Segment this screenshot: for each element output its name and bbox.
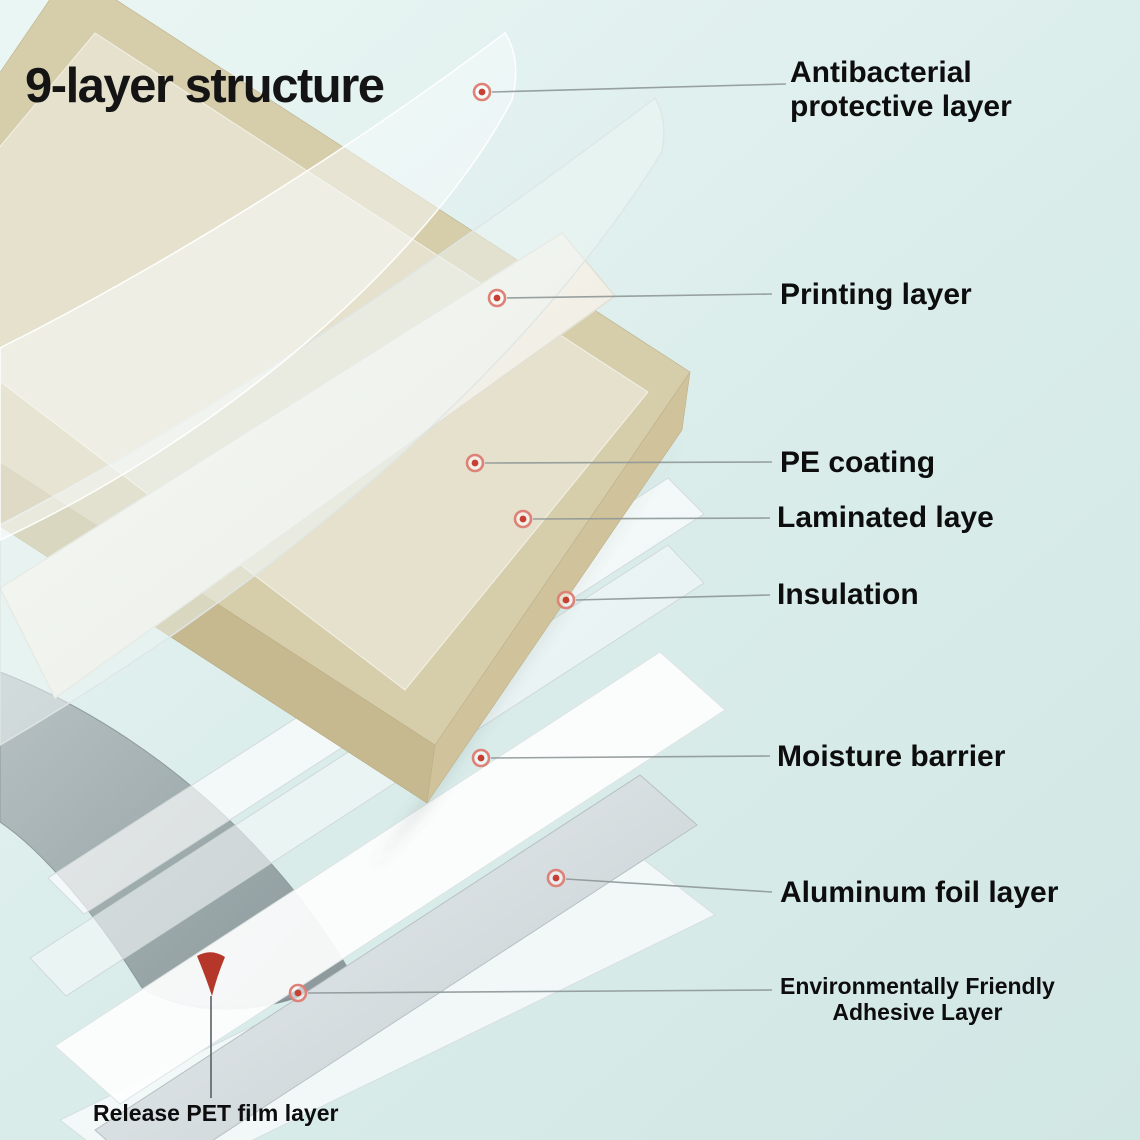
label-release-pet-film-layer: Release PET film layer — [93, 1100, 339, 1126]
marker-adhesive — [288, 983, 308, 1003]
leader-pe-coating — [484, 461, 773, 464]
leader-insulation — [575, 594, 771, 601]
marker-pe-coating — [465, 453, 485, 473]
marker-printing — [487, 288, 507, 308]
marker-aluminum — [546, 868, 566, 888]
sheet-moisture-barrier — [54, 651, 726, 1105]
label-adhesive-layer: Environmentally Friendly Adhesive Layer — [780, 973, 1055, 1026]
marker-laminated — [513, 509, 533, 529]
label-antibacterial-line2: protective layer — [790, 89, 1012, 123]
sheet-printing — [0, 96, 665, 746]
leader-aluminum — [565, 878, 773, 893]
marker-antibacterial — [472, 82, 492, 102]
leader-laminated — [532, 517, 771, 520]
label-moisture-barrier: Moisture barrier — [777, 740, 1006, 773]
marker-moisture — [471, 748, 491, 768]
leader-adhesive — [307, 989, 773, 994]
sheet-insulation — [29, 544, 705, 997]
sheet-antibacterial — [0, 31, 517, 541]
label-insulation: Insulation — [777, 578, 919, 611]
label-pe-coating: PE coating — [780, 446, 936, 479]
label-printing-layer: Printing layer — [780, 278, 972, 311]
label-antibacterial-line1: Antibacterial — [790, 56, 972, 89]
label-antibacterial-layer: Antibacterial protective layer — [790, 56, 1012, 123]
label-adhesive-line1: Environmentally Friendly — [780, 973, 1055, 999]
label-laminated-layer: Laminated laye — [777, 501, 994, 534]
leader-printing — [506, 293, 773, 299]
leader-moisture — [490, 755, 771, 759]
page-title: 9-layer structure — [25, 59, 385, 113]
label-aluminum-foil-layer: Aluminum foil layer — [780, 876, 1059, 909]
marker-insulation — [556, 590, 576, 610]
label-adhesive-line2: Adhesive Layer — [832, 998, 1003, 1025]
release-pointer-icon — [197, 952, 225, 996]
sheet-aluminum-foil — [94, 774, 698, 1140]
leader-antibacterial — [491, 83, 787, 93]
